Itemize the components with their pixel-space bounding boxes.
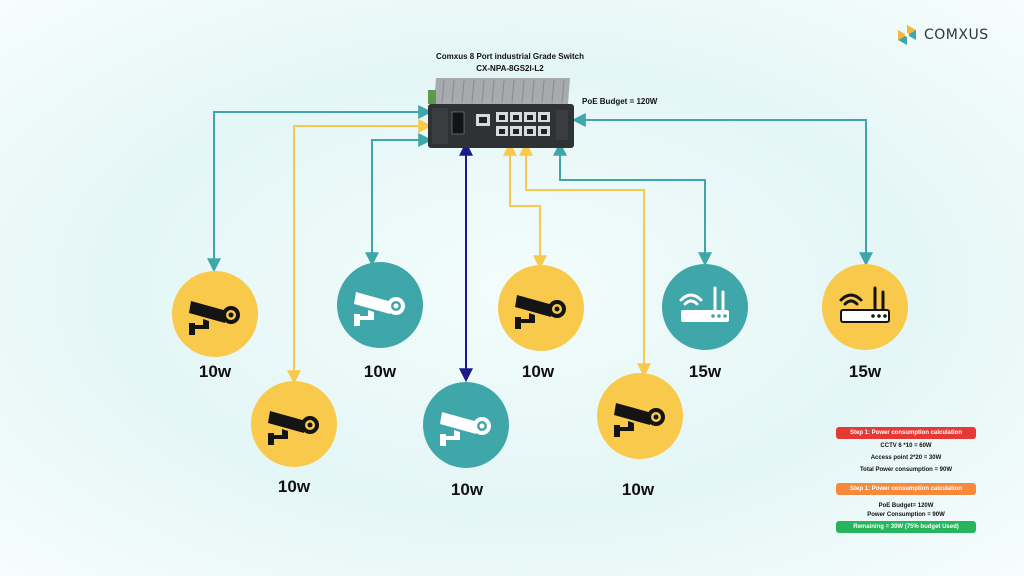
wire-ap1: [553, 141, 712, 267]
device-watt: 15w: [848, 362, 882, 381]
access-point-icon: [679, 286, 729, 322]
wire-cam2: [287, 119, 433, 385]
comxus-logo-icon: [898, 25, 916, 45]
cctv-camera-icon: [440, 412, 491, 446]
cctv-camera-device: [337, 262, 423, 348]
wire-cam1: [207, 105, 433, 273]
network-switch-image: [428, 78, 574, 148]
cctv-camera-icon: [515, 295, 566, 329]
access-point-device: [822, 264, 908, 350]
brand-logo: COMXUS: [896, 24, 989, 46]
wire-ap2: [571, 113, 873, 267]
wire-cam3: [365, 133, 433, 267]
ap-power-line: Access point 2*20 = 30W: [870, 455, 942, 461]
cctv-power-line: CCTV 6 *10 = 60W: [880, 443, 932, 449]
device-watt: 10w: [450, 480, 484, 499]
device-watt: 10w: [521, 362, 555, 381]
step2-badge: Step 1: Power consumption calculation: [836, 483, 976, 495]
device-watt: 15w: [688, 362, 722, 381]
brand-name: COMXUS: [924, 27, 989, 43]
device-watt: 10w: [363, 362, 397, 381]
device-watt: 10w: [277, 477, 311, 496]
cctv-camera-device: [172, 271, 258, 357]
cctv-camera-device: [597, 373, 683, 459]
consumption-line: Power Consumption = 90W: [867, 512, 945, 518]
cctv-camera-device: [498, 265, 584, 351]
cctv-camera-icon: [189, 301, 240, 335]
switch-title: Comxus 8 Port industrial Grade Switch: [435, 52, 585, 61]
device-watt: 10w: [621, 480, 655, 499]
cctv-camera-icon: [614, 403, 665, 437]
budget-line: PoE Budget= 120W: [878, 503, 934, 509]
switch-model: CX-NPA-8GS2I-L2: [476, 64, 544, 73]
access-point-icon: [839, 286, 890, 323]
access-point-device: [662, 264, 748, 350]
cctv-camera-icon: [354, 292, 405, 326]
device-watt: 10w: [198, 362, 232, 381]
remaining-badge: Remaining = 30W (75% budget Used): [836, 521, 976, 533]
cctv-camera-device: [251, 381, 337, 467]
total-power-line: Total Power consumption = 90W: [859, 467, 953, 473]
poe-budget-label: PoE Budget = 120W: [582, 97, 658, 106]
cctv-camera-icon: [268, 411, 319, 445]
step1-badge: Step 1: Power consumption calculation: [836, 427, 976, 439]
cctv-camera-device: [423, 382, 509, 468]
